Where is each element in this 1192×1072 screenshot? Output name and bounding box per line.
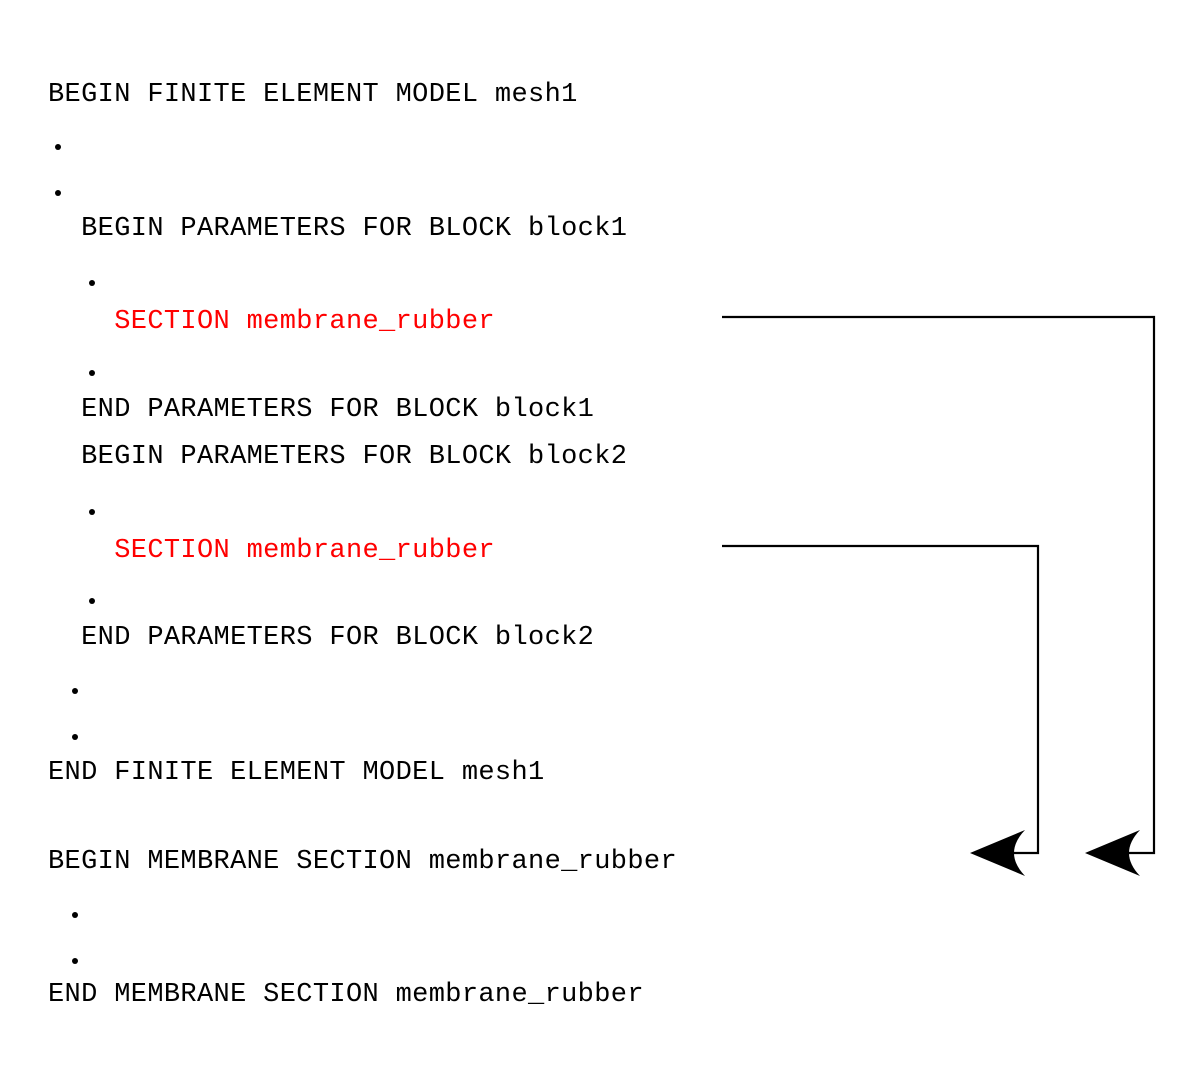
code-line-begin-membrane-section: BEGIN MEMBRANE SECTION membrane_rubber xyxy=(48,847,677,877)
code-listing: BEGIN FINITE ELEMENT MODEL mesh1 BEGIN P… xyxy=(48,80,677,1010)
code-line: END PARAMETERS FOR BLOCK block1 xyxy=(48,395,595,425)
code-line: END PARAMETERS FOR BLOCK block2 xyxy=(48,623,595,653)
ellipsis-dot xyxy=(89,598,95,604)
ellipsis-dot xyxy=(72,958,78,964)
ellipsis-dot xyxy=(55,190,61,196)
ellipsis-dot xyxy=(72,688,78,694)
ellipsis-dot xyxy=(55,144,61,150)
ellipsis-dot xyxy=(89,280,95,286)
code-line: BEGIN FINITE ELEMENT MODEL mesh1 xyxy=(48,80,578,110)
ellipsis-dot xyxy=(72,734,78,740)
code-line-section-block2: SECTION membrane_rubber xyxy=(48,536,495,566)
arrowhead-icon xyxy=(1085,830,1140,876)
code-line: BEGIN PARAMETERS FOR BLOCK block2 xyxy=(48,442,628,472)
code-line: BEGIN PARAMETERS FOR BLOCK block1 xyxy=(48,214,628,244)
ellipsis-dot xyxy=(89,370,95,376)
ellipsis-dot xyxy=(89,509,95,515)
code-line-section-block1: SECTION membrane_rubber xyxy=(48,307,495,337)
code-line: END FINITE ELEMENT MODEL mesh1 xyxy=(48,758,545,788)
ellipsis-dot xyxy=(72,912,78,918)
code-line-end-membrane-section: END MEMBRANE SECTION membrane_rubber xyxy=(48,980,644,1010)
